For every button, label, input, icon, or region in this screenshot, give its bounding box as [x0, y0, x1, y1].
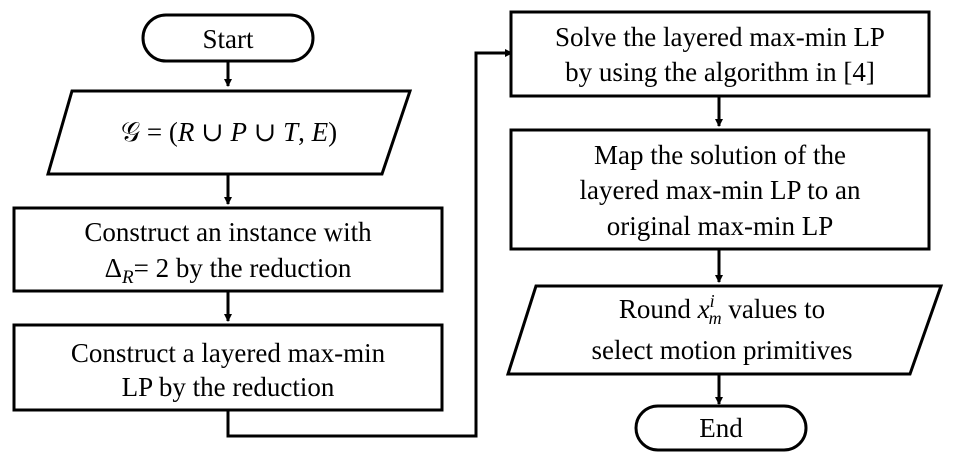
map-solution-node: Map the solution of the layered max-min … — [509, 128, 931, 251]
construct-layered-line2: LP by the reduction — [122, 372, 335, 402]
solve-line1: Solve the layered max-min LP — [555, 22, 885, 52]
map-solution-line1: Map the solution of the — [594, 140, 846, 170]
graph-definition: 𝒢 = (R ∪ P ∪ T, E) — [121, 117, 337, 147]
solve-node: Solve the layered max-min LP by using th… — [509, 10, 931, 98]
map-solution-line2: layered max-min LP to an — [580, 175, 861, 205]
map-solution-line3: original max-min LP — [607, 211, 833, 241]
construct-instance-node: Construct an instance with ΔR= 2 by the … — [12, 206, 444, 293]
start-label: Start — [203, 24, 254, 54]
construct-layered-line1: Construct a layered max-min — [71, 338, 386, 368]
end-label: End — [699, 413, 743, 443]
round-subscript: m — [709, 308, 722, 328]
start-node: Start — [141, 13, 315, 63]
delta-subscript: R — [121, 267, 134, 288]
delta-symbol: Δ — [105, 253, 122, 283]
graph-input-node: 𝒢 = (R ∪ P ∪ T, E) — [46, 89, 413, 176]
round-superscript: i — [710, 291, 715, 311]
construct-instance-line2: ΔR= 2 by the reduction — [105, 253, 352, 288]
solve-line2: by using the algorithm in [4] — [565, 57, 875, 87]
round-variable: x — [697, 294, 710, 324]
round-line2: select motion primitives — [592, 335, 853, 365]
graph-symbol: 𝒢 — [121, 117, 140, 147]
construct-instance-line1: Construct an instance with — [84, 217, 372, 247]
end-node: End — [634, 404, 808, 452]
connector-layered-to-solve — [226, 49, 513, 438]
construct-layered-node: Construct a layered max-min LP by the re… — [12, 323, 444, 412]
